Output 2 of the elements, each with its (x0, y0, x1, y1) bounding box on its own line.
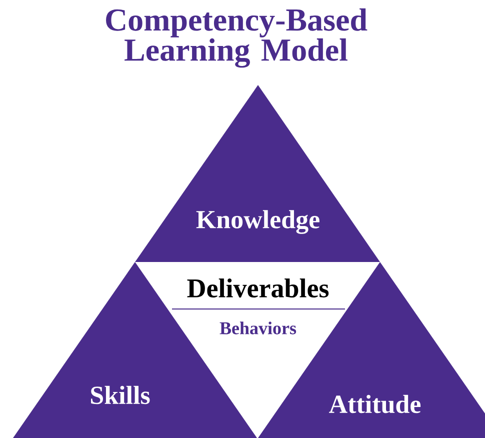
triangle: Knowledge (135, 85, 380, 262)
title: Competency-Based Learning Model (106, 8, 368, 68)
